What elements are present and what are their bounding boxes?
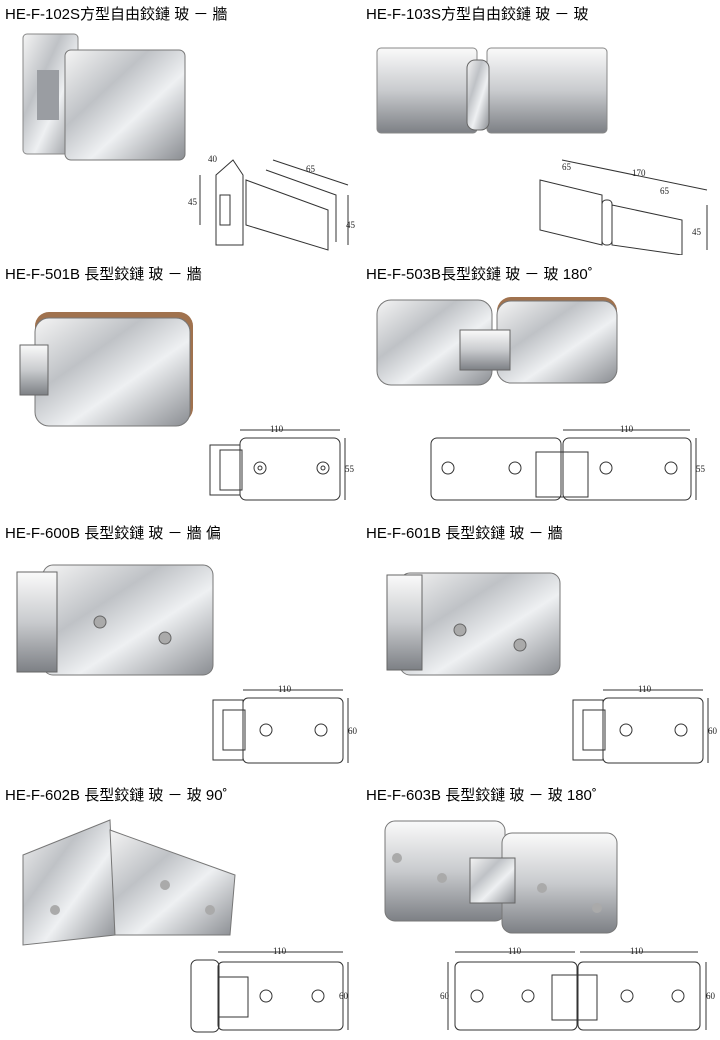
technical-drawing: 65 170 65 45 xyxy=(539,159,708,255)
technical-drawing: 110 60 xyxy=(190,946,349,1033)
product-title: HE-F-603B 長型鉸鏈 玻 － 玻 180˚ xyxy=(366,787,597,804)
dimension-label: 110 xyxy=(273,946,287,956)
dimension-label: 110 xyxy=(638,684,652,694)
product-title: HE-F-601B 長型鉸鏈 玻 － 牆 xyxy=(366,525,563,542)
product-photo xyxy=(22,33,186,161)
dimension-label: 110 xyxy=(278,684,292,694)
dimension-label: 60 xyxy=(440,991,450,1001)
dimension-label: 110 xyxy=(620,424,634,434)
dimension-label: 45 xyxy=(346,220,356,230)
dimension-label: 45 xyxy=(692,227,702,237)
technical-drawing: 110 55 xyxy=(430,424,706,501)
dimension-label: 60 xyxy=(339,991,349,1001)
product-title: HE-F-501B 長型鉸鏈 玻 － 牆 xyxy=(5,266,202,283)
dimension-label: 60 xyxy=(706,991,716,1001)
technical-drawing: 110 60 xyxy=(212,684,358,764)
product-photo xyxy=(22,819,236,946)
product-title: HE-F-102S方型自由鉸鏈 玻 － 牆 xyxy=(5,6,228,23)
dimension-label: 60 xyxy=(708,726,718,736)
product-title: HE-F-103S方型自由鉸鏈 玻 － 玻 xyxy=(366,6,589,23)
technical-drawing: 110 55 xyxy=(209,424,355,501)
product-title: HE-F-600B 長型鉸鏈 玻 － 牆 偏 xyxy=(5,525,221,542)
product-photo xyxy=(376,47,608,134)
dimension-label: 65 xyxy=(562,162,572,172)
dimension-label: 110 xyxy=(508,946,522,956)
dimension-label: 65 xyxy=(660,186,670,196)
product-photo xyxy=(384,820,618,934)
product-photo xyxy=(376,297,618,386)
product-title: HE-F-602B 長型鉸鏈 玻 － 玻 90˚ xyxy=(5,787,228,804)
dimension-label: 45 xyxy=(188,197,198,207)
technical-drawing: 110 60 xyxy=(572,684,718,764)
dimension-label: 55 xyxy=(345,464,355,474)
product-photo xyxy=(19,312,193,427)
product-photo xyxy=(386,572,561,676)
dimension-label: 55 xyxy=(696,464,706,474)
technical-drawing: 40 45 65 45 xyxy=(188,154,356,251)
product-title: HE-F-503B長型鉸鏈 玻 － 玻 180˚ xyxy=(366,266,593,283)
dimension-label: 65 xyxy=(306,164,316,174)
dimension-label: 110 xyxy=(630,946,644,956)
dimension-label: 40 xyxy=(208,154,218,164)
dimension-label: 170 xyxy=(632,168,646,178)
dimension-label: 60 xyxy=(348,726,358,736)
technical-drawing: 110 110 60 60 xyxy=(440,946,716,1031)
dimension-label: 110 xyxy=(270,424,284,434)
product-photo xyxy=(16,564,214,676)
